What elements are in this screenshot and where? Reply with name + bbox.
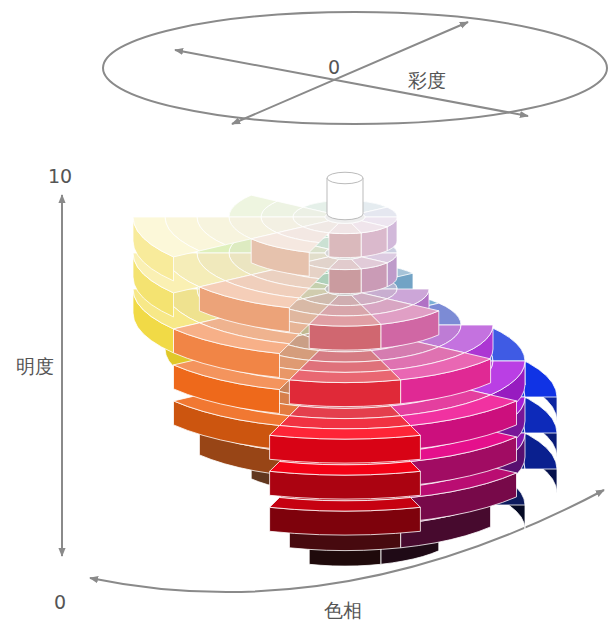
axis-label: 0 (52, 592, 68, 613)
chroma-cell (309, 315, 381, 327)
chroma-cell (270, 462, 421, 476)
axis-label: 明度 (14, 356, 56, 377)
axis-label: 10 (46, 166, 74, 187)
chroma-arrow (175, 50, 528, 116)
solid-side (309, 324, 381, 350)
chroma-cell (270, 498, 421, 512)
solid-side (329, 269, 361, 294)
chroma-cell (289, 406, 400, 419)
chroma-cell (391, 353, 491, 380)
chroma-cell (309, 351, 381, 363)
chroma-arrow (232, 22, 468, 124)
white-axis (327, 178, 363, 220)
chroma-cell (133, 217, 199, 257)
chroma-cell (229, 195, 277, 217)
chroma-cell (329, 259, 361, 270)
color-solid (133, 172, 557, 566)
value-arrow (61, 195, 63, 556)
chroma-cell (319, 305, 371, 316)
solid-side (329, 233, 361, 258)
chroma-ellipse (103, 12, 607, 124)
chroma-cell (361, 207, 397, 217)
chroma-cell (289, 370, 400, 383)
axis-label: 0 (326, 57, 342, 78)
chroma-cell (329, 223, 361, 234)
axis-label: 彩度 (406, 70, 448, 91)
solid-side (309, 324, 381, 350)
chroma-cell (329, 295, 361, 306)
white-axis (327, 172, 363, 184)
hue-arrow (90, 490, 604, 592)
chroma-cell (270, 426, 421, 440)
axis-label: 色相 (322, 600, 364, 621)
chroma-cell (299, 360, 390, 372)
chroma-cell (199, 281, 299, 308)
chroma-cell (371, 305, 439, 325)
chroma-cell (251, 233, 319, 253)
solid-side (289, 380, 400, 407)
